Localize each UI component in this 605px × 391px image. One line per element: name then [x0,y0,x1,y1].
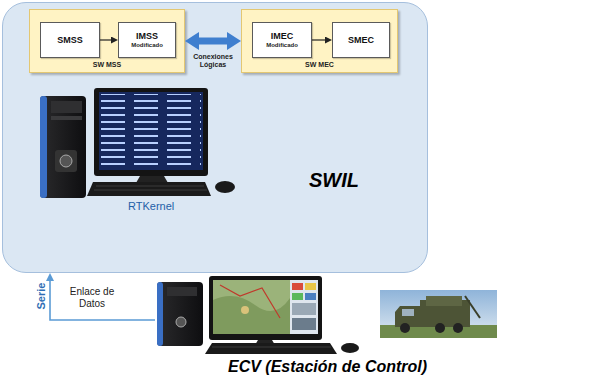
module-box: IMECModificado [252,22,312,58]
serial-link [50,281,155,320]
edge-label: Conexiones Lógicas [186,53,240,68]
edge-label-holder: Conexiones Lógicas [186,53,240,68]
module-box: SMSS [40,22,100,58]
computer-name: RTKernel [128,200,174,213]
flow-arrow [312,39,325,40]
module-name: IMEC [271,31,294,42]
link-note: Enlace de Datos [62,286,122,309]
module-box: IMSSModificado [118,22,176,58]
system-title: SWIL [309,169,359,192]
module-note: Modificado [266,42,298,49]
label-holder: RTKernel [128,200,174,213]
rtkernel-computer [40,88,235,198]
edge-label-holder: Serie [28,290,55,302]
edge-label: Serie [35,283,47,310]
title-holder: ECV (Estación de Control) [228,358,427,376]
truck-photo [380,290,497,338]
title-holder: SW MEC [242,61,397,69]
flow-arrow [100,39,111,40]
title-holder: SW MSS [30,61,184,69]
module-box: SMEC [332,22,390,58]
group-title: SW MSS [30,61,184,69]
module-name: IMSS [136,31,158,42]
software-group: SW MEC IMECModificado SMEC [241,9,398,73]
software-group: SW MSS SMSS IMSSModificado [29,9,185,73]
control-station-computer [157,276,359,354]
module-name: SMSS [57,35,83,46]
module-name: SMEC [348,35,374,46]
group-title: SW MEC [242,61,397,69]
logical-link-arrow [199,38,227,45]
module-note: Modificado [131,42,163,49]
label-holder: Enlace de Datos [62,286,122,309]
title-holder: SWIL [309,169,359,192]
station-title: ECV (Estación de Control) [228,358,427,376]
